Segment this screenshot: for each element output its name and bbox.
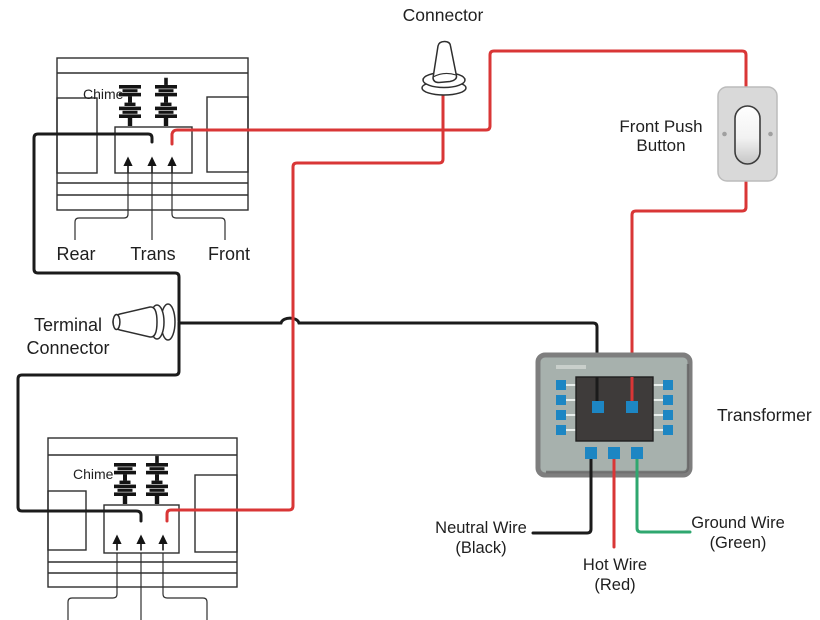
upper-rear-arrow — [122, 155, 134, 174]
transformer-shadow-edge — [546, 364, 690, 474]
upper-chime-terminal-block — [114, 126, 193, 174]
transformer-core — [575, 376, 654, 442]
lower-rear-label: Rear — [48, 616, 87, 620]
upper-chime-right-bracket — [206, 96, 249, 173]
black-wire-junction-to-transformer — [177, 316, 599, 408]
upper-trans-arrow — [146, 155, 158, 174]
front-push-button[interactable] — [717, 86, 778, 182]
push-button-actuator[interactable] — [734, 105, 761, 165]
upper-front-label: Front — [207, 244, 251, 264]
lower-chime-right-bracket — [194, 474, 238, 553]
upper-trans-label: Trans — [130, 244, 176, 264]
ground-wire-lead — [635, 456, 692, 534]
red-wire-connector-to-chime2 — [165, 93, 445, 523]
wire-connector-top — [421, 40, 467, 96]
upper-terminal-leaders — [74, 173, 226, 240]
transformer-terminals — [556, 380, 673, 435]
lower-chime-left-bracket — [47, 490, 87, 551]
transformer-label: Transformer — [717, 405, 812, 425]
lower-chime-label: Chime — [73, 466, 114, 482]
lower-chime-unit — [47, 437, 238, 620]
upper-front-arrow — [166, 155, 178, 174]
connector-label: Connector — [402, 5, 484, 25]
ground-wire-label: Ground Wire (Green) — [691, 514, 785, 552]
push-button-screw-left — [722, 131, 727, 137]
lower-trans-label: Trans — [118, 616, 163, 620]
lower-trans-arrow — [135, 533, 147, 552]
transformer-neutral-terminal — [592, 401, 604, 413]
transformer-bottom-terminals — [585, 447, 643, 459]
front-push-button-label: Front Push Button — [619, 117, 703, 155]
black-wire-junction-to-chime2 — [16, 321, 181, 523]
neutral-wire-label: Neutral Wire (Black) — [435, 519, 527, 557]
lower-rear-arrow — [111, 533, 123, 552]
black-wire-chime1-to-junction — [32, 132, 181, 323]
upper-rear-label: Rear — [56, 244, 96, 264]
transformer-vent-stripe — [556, 365, 586, 369]
lower-front-label: Front — [186, 616, 228, 620]
lower-front-arrow — [157, 533, 169, 552]
red-wire-pushbutton-to-transformer — [630, 179, 748, 408]
lower-chime-striker-left — [114, 463, 136, 504]
hot-wire-label: Hot Wire (Red) — [582, 556, 648, 594]
red-wire-chime1-to-pushbutton — [170, 49, 748, 146]
lower-terminal-leaders — [67, 553, 208, 620]
terminal-connector-part — [112, 303, 176, 341]
upper-chime-striker-right — [155, 78, 177, 126]
push-button-screw-right — [768, 131, 773, 137]
terminal-connector-label: Terminal Connector — [26, 315, 110, 358]
lower-chime-striker-right — [146, 456, 168, 504]
neutral-wire-lead — [531, 456, 593, 535]
transformer-unit — [535, 352, 693, 478]
transformer-hot-terminal — [626, 401, 638, 413]
upper-chime-label: Chime — [83, 86, 124, 102]
